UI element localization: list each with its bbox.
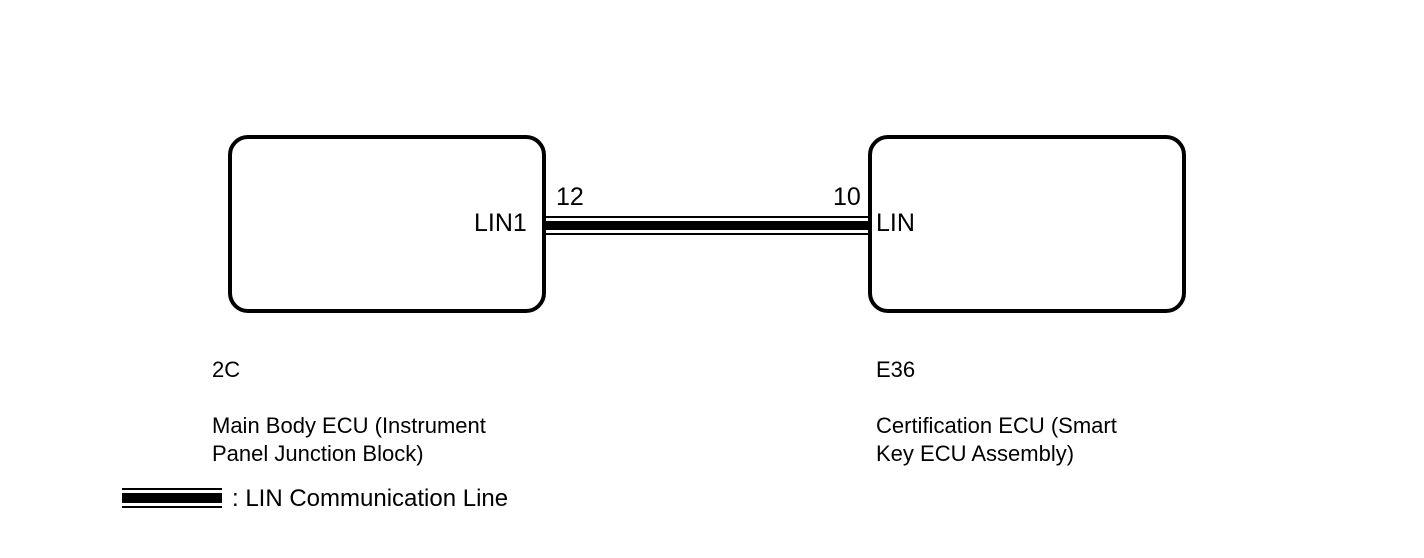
ecu-caption-main-body: 2C Main Body ECU (Instrument Panel Junct… [212, 328, 612, 496]
connector-code-e36: E36 [876, 357, 916, 382]
ecu-box-main-body [228, 135, 546, 313]
legend-swatch-lin-line [122, 488, 222, 510]
pin-number-10: 10 [833, 183, 861, 211]
ecu-box-certification [868, 135, 1186, 313]
pin-number-12: 12 [556, 183, 584, 211]
line-rule-bottom [544, 233, 870, 235]
ecu-description-certification: Certification ECU (Smart Key ECU Assembl… [876, 413, 1117, 466]
line-rule-thick [544, 221, 870, 230]
lin-communication-line [544, 216, 870, 238]
pin-name-lin: LIN [876, 209, 915, 237]
pin-name-lin1: LIN1 [474, 209, 527, 237]
ecu-description-main-body: Main Body ECU (Instrument Panel Junction… [212, 413, 486, 466]
legend-rule-top [122, 488, 222, 490]
legend: : LIN Communication Line [122, 487, 508, 511]
legend-rule-thick [122, 493, 222, 503]
connector-code-2c: 2C [212, 357, 241, 382]
line-rule-top [544, 216, 870, 218]
legend-label: : LIN Communication Line [232, 485, 509, 512]
legend-rule-bottom [122, 506, 222, 508]
ecu-caption-certification: E36 Certification ECU (Smart Key ECU Ass… [876, 328, 1276, 496]
